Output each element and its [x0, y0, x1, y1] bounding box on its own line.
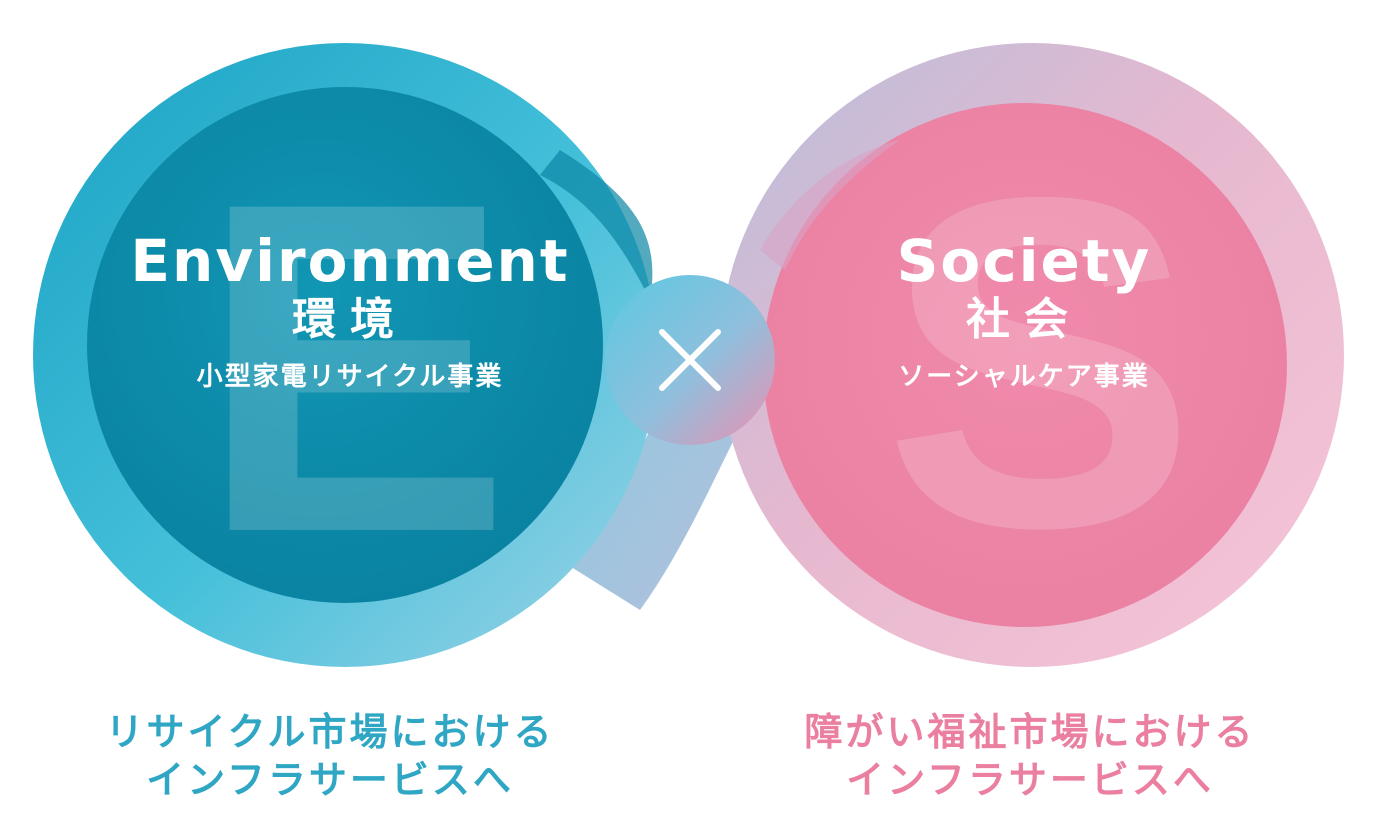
- environment-caption-line2: インフラサービスへ: [146, 758, 514, 802]
- environment-loop: E: [33, 43, 657, 667]
- multiply-icon: [659, 329, 721, 391]
- society-loop: S: [720, 43, 1344, 667]
- environment-caption-line1: リサイクル市場における: [105, 710, 555, 754]
- society-label-group: Society 社会 ソーシャルケア事業: [784, 228, 1264, 394]
- society-caption-line2: インフラサービスへ: [846, 758, 1214, 802]
- environment-label-group: Environment 環境 小型家電リサイクル事業: [110, 228, 590, 394]
- cross-badge: [605, 275, 775, 445]
- society-title-ja: 社会: [966, 294, 1082, 345]
- environment-watermark-letter: E: [198, 105, 512, 630]
- society-caption-line1: 障がい福祉市場における: [804, 710, 1256, 754]
- society-business: ソーシャルケア事業: [898, 362, 1150, 392]
- environment-business: 小型家電リサイクル事業: [196, 362, 504, 392]
- environment-title-en: Environment: [130, 227, 570, 295]
- environment-title-ja: 環境: [292, 294, 408, 345]
- society-caption: 障がい福祉市場における インフラサービスへ: [740, 708, 1320, 804]
- society-title-en: Society: [896, 227, 1152, 295]
- society-watermark-letter: S: [883, 100, 1197, 625]
- environment-caption: リサイクル市場における インフラサービスへ: [40, 708, 620, 804]
